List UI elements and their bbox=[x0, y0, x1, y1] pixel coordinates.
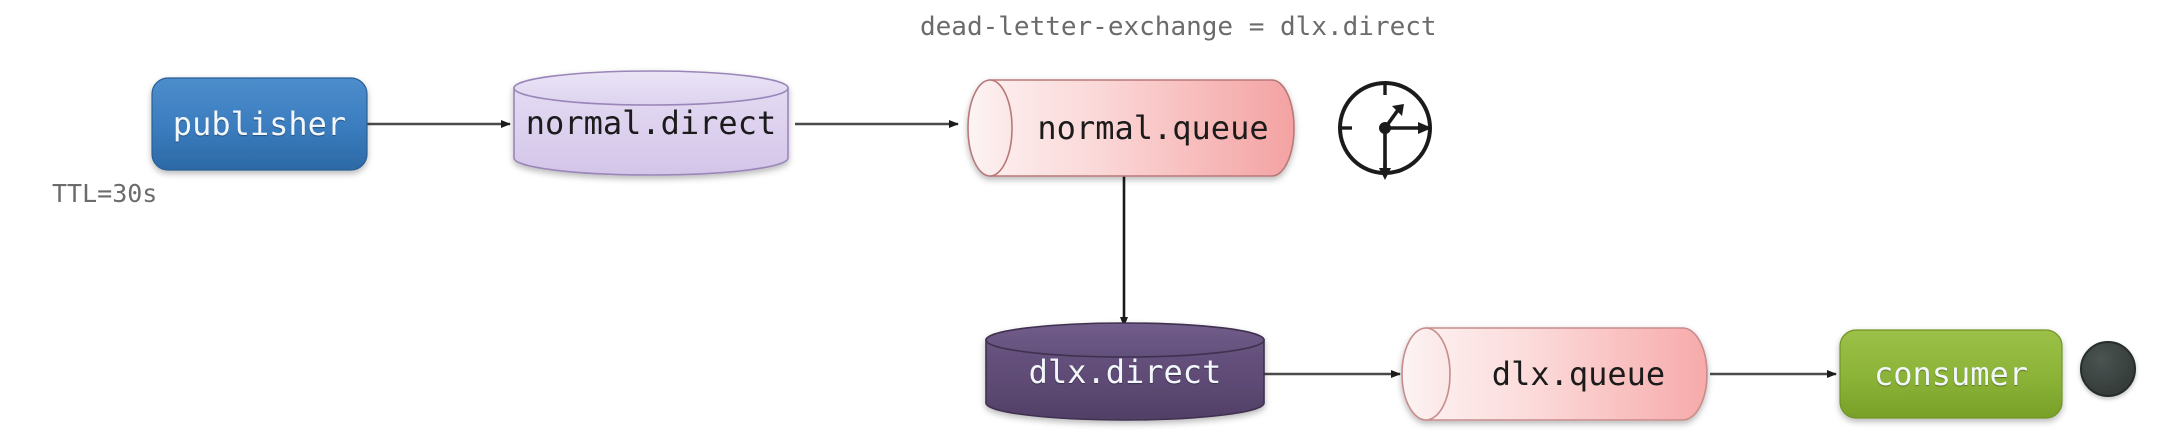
clock-icon bbox=[1338, 81, 1432, 180]
dead-letter-exchange-annotation: dead-letter-exchange = dlx.direct bbox=[920, 12, 1437, 42]
node-normal-queue-label: normal.queue bbox=[1037, 109, 1269, 147]
node-dlx-direct-label: dlx.direct bbox=[1028, 352, 1222, 391]
node-publisher-label: publisher bbox=[172, 105, 347, 143]
node-consumer-label: consumer bbox=[1873, 355, 2029, 393]
ttl-annotation: TTL=30s bbox=[52, 179, 158, 208]
node-consumer[interactable] bbox=[1839, 329, 2063, 419]
node-dlx-direct[interactable] bbox=[985, 322, 1265, 421]
node-normal-direct[interactable] bbox=[513, 70, 789, 176]
node-dlx-queue[interactable] bbox=[1401, 327, 1708, 421]
node-dlx-queue-label: dlx.queue bbox=[1491, 355, 1666, 393]
node-publisher[interactable] bbox=[151, 77, 368, 171]
node-terminator[interactable] bbox=[2080, 341, 2136, 397]
node-normal-direct-label: normal.direct bbox=[525, 104, 777, 142]
node-normal-queue[interactable] bbox=[967, 79, 1295, 177]
